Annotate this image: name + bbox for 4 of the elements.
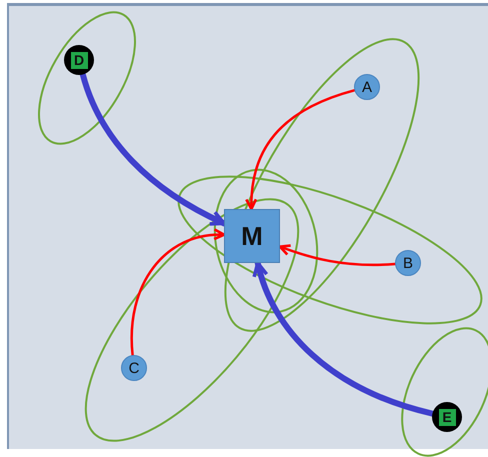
arrow <box>245 89 356 210</box>
arrow <box>130 228 226 356</box>
process-box: M <box>224 209 280 263</box>
arrow <box>278 244 396 266</box>
